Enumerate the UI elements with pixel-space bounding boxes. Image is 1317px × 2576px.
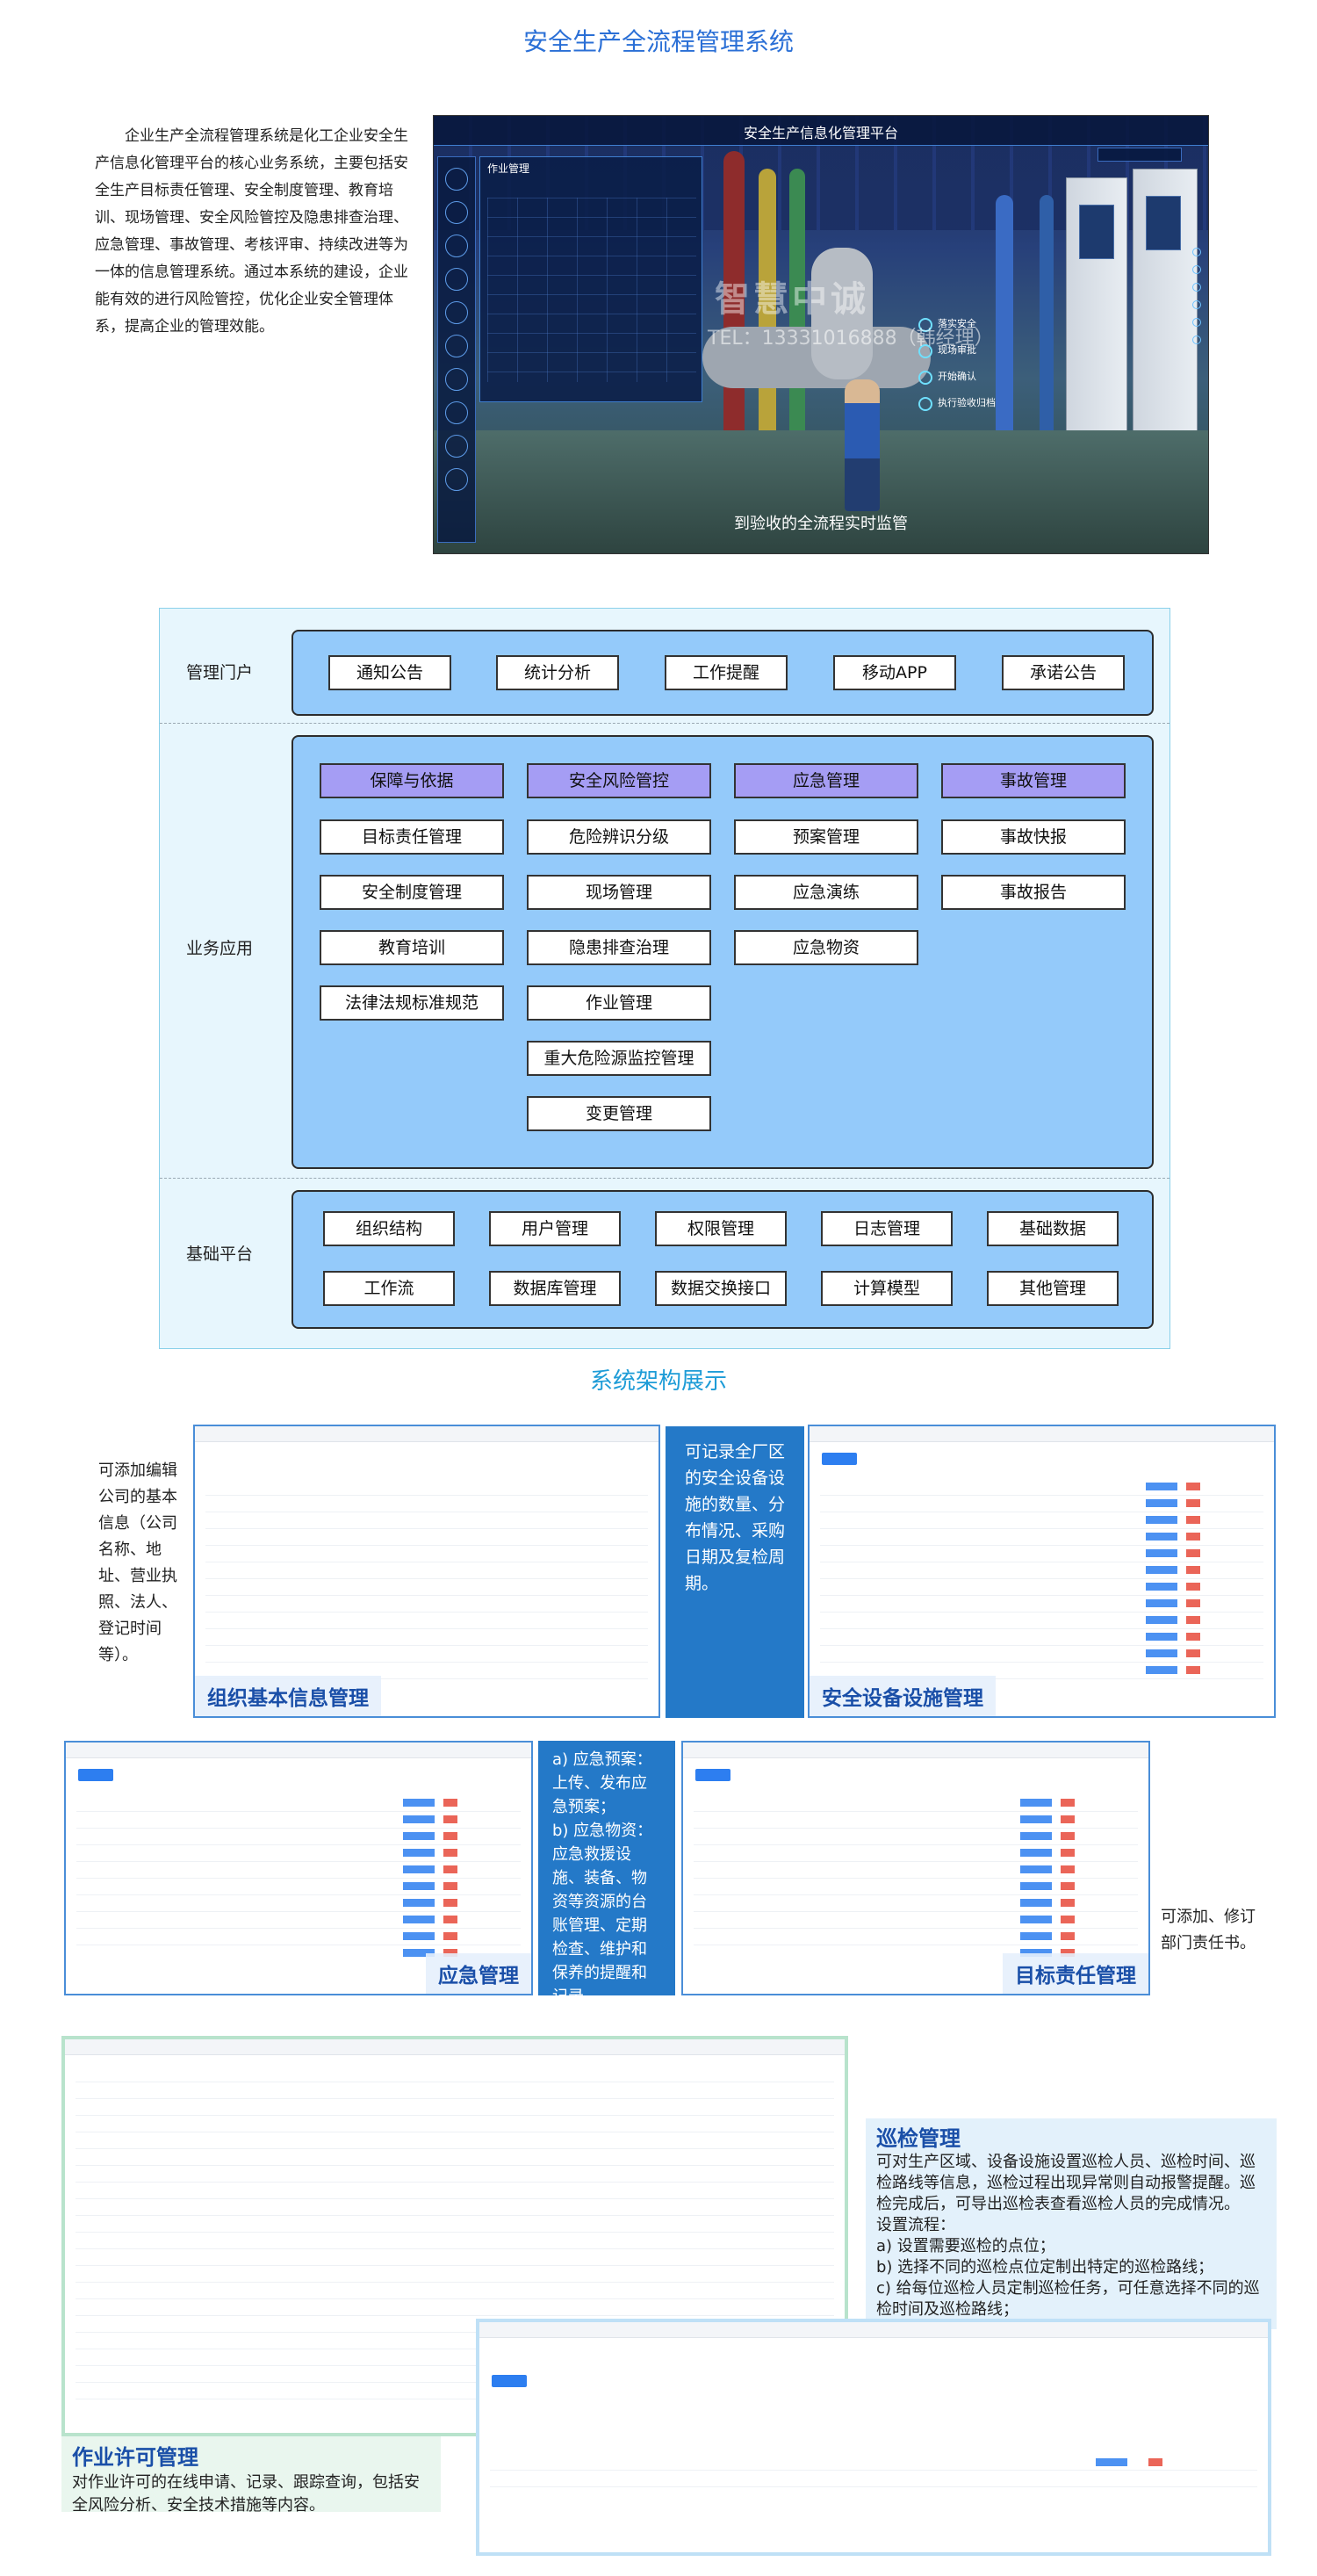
flow-step: 执行验收归档 (915, 395, 1047, 411)
hero-flow-steps: 落实安全 现场审批 开始确认 执行验收归档 (915, 316, 1047, 422)
chip-foundation: 日志管理 (821, 1211, 953, 1246)
chip-foundation: 基础数据 (987, 1211, 1119, 1246)
chip-business: 隐患排查治理 (527, 930, 711, 965)
patrol-description: 可对生产区域、设备设施设置巡检人员、巡检时间、巡检路线等信息，巡检过程出现异常则… (876, 2153, 1256, 2213)
org-screenshot: 组织基本信息管理 (193, 1425, 660, 1718)
chip-foundation: 数据交换接口 (655, 1271, 787, 1306)
chip-business: 预案管理 (734, 819, 918, 855)
target-screenshot: 目标责任管理 (681, 1741, 1150, 1995)
chip-head: 应急管理 (734, 763, 918, 798)
chip-foundation: 其他管理 (987, 1271, 1119, 1306)
chip-business: 事故快报 (941, 819, 1126, 855)
hero-work-panel: 作业管理 (479, 156, 702, 402)
row-label-foundation: 基础平台 (186, 1245, 254, 1264)
chip-portal: 工作提醒 (665, 655, 788, 690)
chip-business: 危险辨识分级 (527, 819, 711, 855)
row-label-portal: 管理门户 (186, 663, 254, 682)
watermark-phone: TEL：13331016888（韩经理） (708, 328, 994, 350)
chip-business: 安全制度管理 (320, 875, 504, 910)
patrol-steps-title: 设置流程： (876, 2216, 955, 2234)
foundation-box: 组织结构 用户管理 权限管理 日志管理 基础数据 工作流 数据库管理 数据交换接… (291, 1190, 1154, 1329)
chip-portal: 通知公告 (328, 655, 451, 690)
patrol-step: a) 设置需要巡检的点位； (876, 2237, 1055, 2255)
equipment-description: 可记录全厂区的安全设备设施的数量、分布情况、采购日期及复检周期。 (666, 1426, 804, 1718)
chip-foundation: 权限管理 (655, 1211, 787, 1246)
intro-paragraph: 企业生产全流程管理系统是化工企业安全生产信息化管理平台的核心业务系统，主要包括安… (95, 127, 408, 336)
row-label-business: 业务应用 (186, 939, 254, 958)
chip-business: 作业管理 (527, 985, 711, 1021)
chip-head: 安全风险管控 (527, 763, 711, 798)
chip-business: 目标责任管理 (320, 819, 504, 855)
permit-title: 作业许可管理 (72, 2445, 198, 2470)
chip-portal: 移动APP (833, 655, 956, 690)
chip-head: 事故管理 (941, 763, 1126, 798)
patrol-title: 巡检管理 (876, 2126, 961, 2151)
flow-step: 现场审批 (915, 343, 1047, 358)
business-box: 保障与依据 目标责任管理 安全制度管理 教育培训 法律法规标准规范 安全风险管控… (291, 735, 1154, 1169)
chip-foundation: 数据库管理 (489, 1271, 621, 1306)
emergency-description: a) 应急预案：上传、发布应急预案； b) 应急物资：应急救援设施、装备、物资等… (538, 1741, 675, 2006)
emergency-screenshot: 应急管理 (64, 1741, 533, 1995)
watermark-logo: 智慧中诚 (715, 279, 869, 320)
worker-figure (845, 379, 880, 511)
permit-callout: 作业许可管理 对作业许可的在线申请、记录、跟踪查询，包括安全风险分析、安全技术措… (61, 2436, 441, 2515)
flow-step: 开始确认 (915, 369, 1047, 385)
architecture-diagram: 管理门户 通知公告 统计分析 工作提醒 移动APP 承诺公告 业务应用 保障与依… (159, 608, 1170, 1349)
chip-business: 现场管理 (527, 875, 711, 910)
target-description: 可添加、修订部门责任书。 (1161, 1908, 1256, 1952)
hero-caption: 到验收的全流程实时监管 (734, 515, 908, 533)
hero-side-nav (437, 156, 476, 543)
patrol-screenshot (476, 2319, 1271, 2556)
chip-foundation: 组织结构 (323, 1211, 455, 1246)
permit-description: 对作业许可的在线申请、记录、跟踪查询，包括安全风险分析、安全技术措施等内容。 (72, 2473, 420, 2515)
chip-head: 保障与依据 (320, 763, 504, 798)
chip-business: 重大危险源监控管理 (527, 1041, 711, 1076)
portal-box: 通知公告 统计分析 工作提醒 移动APP 承诺公告 (291, 630, 1154, 716)
chip-business: 事故报告 (941, 875, 1126, 910)
patrol-step: b) 选择不同的巡检点位定制出特定的巡检路线； (876, 2258, 1214, 2277)
equipment-screenshot-label: 安全设备设施管理 (810, 1676, 996, 1716)
chip-portal: 统计分析 (496, 655, 619, 690)
chip-portal: 承诺公告 (1002, 655, 1125, 690)
chip-business: 法律法规标准规范 (320, 985, 504, 1021)
chip-foundation: 工作流 (323, 1271, 455, 1306)
patrol-step: c) 给每位巡检人员定制巡检任务，可任意选择不同的巡检时间及巡检路线； (876, 2279, 1260, 2319)
patrol-callout: 巡检管理 可对生产区域、设备设施设置巡检人员、巡检时间、巡检路线等信息，巡检过程… (866, 2118, 1277, 2329)
org-description: 可添加编辑公司的基本信息（公司名称、地址、营业执照、法人、登记时间等）。 (98, 1461, 177, 1664)
platform-hero-image: 安全生产信息化管理平台 作业管理 落实安全 现场审批 开始确认 执行验收归档 智… (433, 115, 1209, 554)
hero-app-title: 安全生产信息化管理平台 (743, 125, 898, 141)
architecture-caption: 系统架构展示 (589, 1368, 727, 1395)
chip-foundation: 计算模型 (821, 1271, 953, 1306)
target-screenshot-label: 目标责任管理 (1003, 1953, 1148, 1994)
org-screenshot-label: 组织基本信息管理 (195, 1676, 381, 1716)
chip-business: 应急演练 (734, 875, 918, 910)
chip-business: 教育培训 (320, 930, 504, 965)
chip-business: 变更管理 (527, 1096, 711, 1131)
chip-business: 应急物资 (734, 930, 918, 965)
page-title: 安全生产全流程管理系统 (522, 27, 794, 56)
emergency-screenshot-label: 应急管理 (426, 1953, 531, 1994)
equipment-screenshot: 安全设备设施管理 (808, 1425, 1276, 1718)
flow-step: 落实安全 (915, 316, 1047, 332)
hero-panel-title: 作业管理 (487, 162, 530, 175)
chip-foundation: 用户管理 (489, 1211, 621, 1246)
